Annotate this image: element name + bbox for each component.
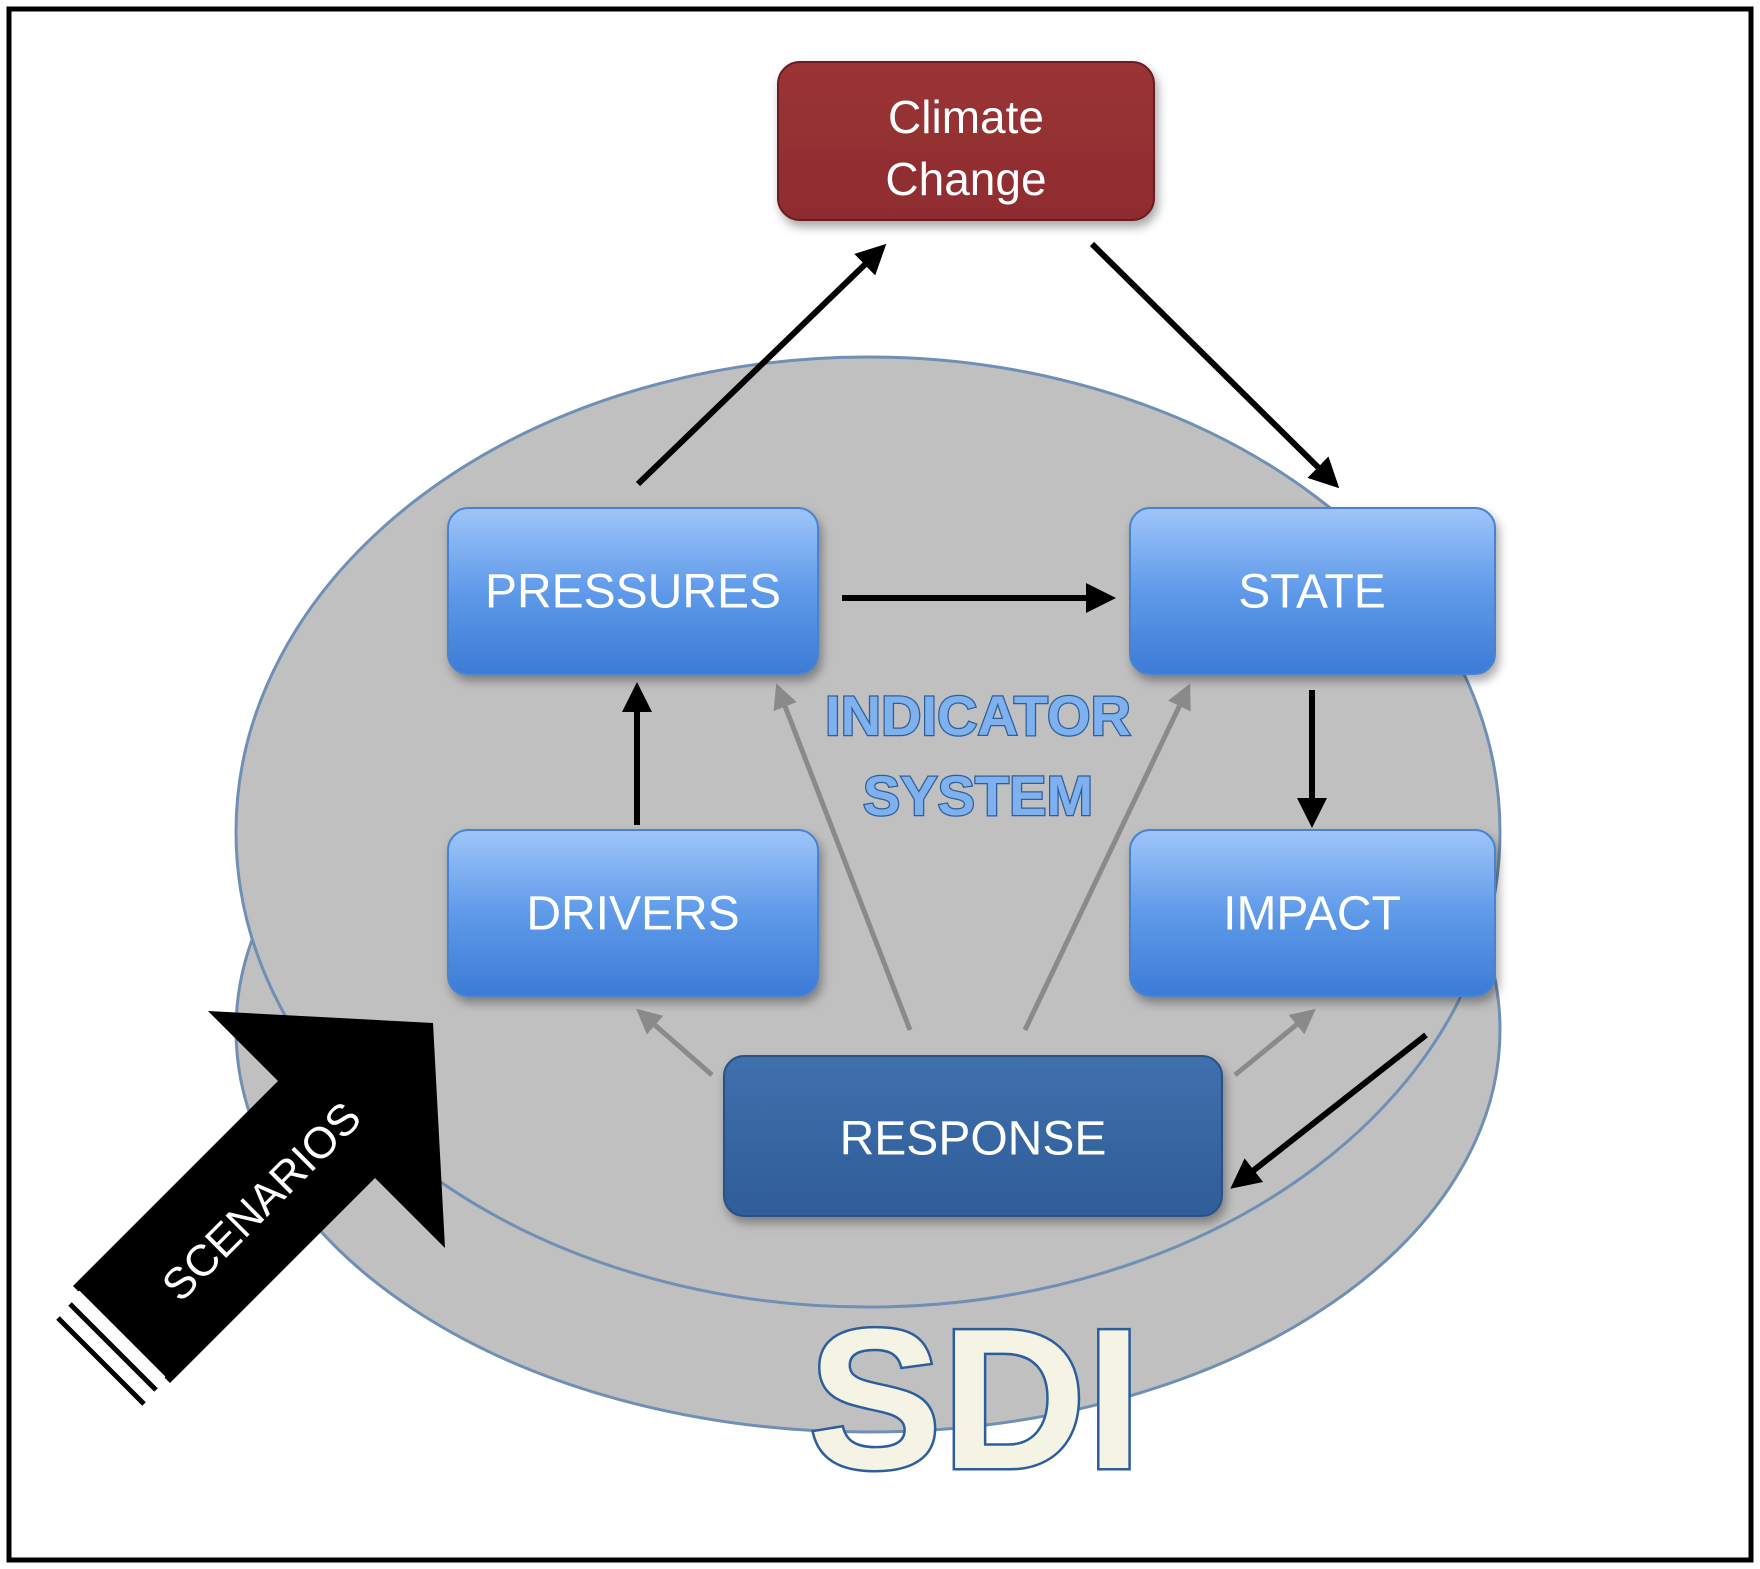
arrow-climate-to-state <box>1089 241 1340 489</box>
black-arrows <box>622 241 1428 1189</box>
pressures-label: PRESSURES <box>485 566 781 619</box>
state-node <box>1129 507 1496 675</box>
response-node <box>723 1055 1223 1217</box>
state-label: STATE <box>1238 566 1386 619</box>
impact-node <box>1129 829 1496 997</box>
arrow-response-to-pressures <box>773 683 913 1031</box>
drivers-node <box>447 829 819 997</box>
arrow-response-to-state <box>1022 683 1191 1032</box>
pressures-node <box>447 507 819 675</box>
arrow-response-to-impact <box>1233 1008 1316 1077</box>
impact-label: IMPACT <box>1223 888 1401 941</box>
gray-arrows <box>636 683 1316 1077</box>
climate-change-label-line2: Change <box>885 153 1046 205</box>
climate-change-node <box>777 61 1155 221</box>
indicator-system-label-line2: SYSTEM <box>863 764 1093 827</box>
sdi-label: SDI <box>808 1288 1141 1511</box>
scenarios-arrow <box>56 1011 445 1406</box>
arrow-impact-to-response <box>1230 1032 1428 1189</box>
arrow-pressures-to-climate <box>635 243 887 487</box>
indicator-system-label: INDICATOR <box>825 684 1131 747</box>
response-label: RESPONSE <box>840 1113 1107 1166</box>
arrow-response-to-drivers <box>636 1008 714 1077</box>
climate-change-label-line1: Climate <box>888 91 1044 143</box>
drivers-label: DRIVERS <box>526 888 739 941</box>
